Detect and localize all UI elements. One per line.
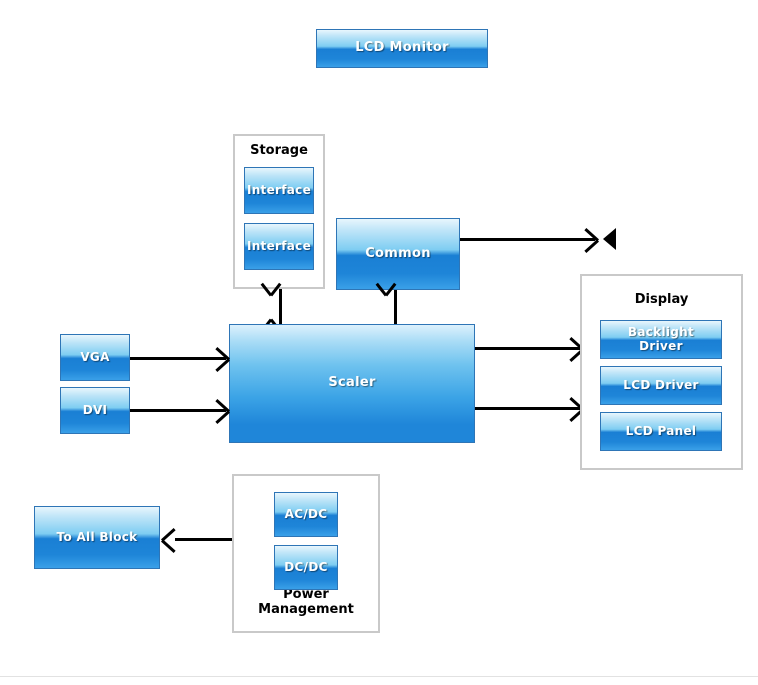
block-lcd-driver[interactable]: LCD Driver: [600, 366, 722, 405]
connector-scaler-to-display-top: [475, 347, 580, 350]
bottom-divider: [0, 676, 758, 677]
block-interface-1[interactable]: Interface: [244, 167, 314, 214]
connector-scaler-to-display-bottom: [475, 407, 580, 410]
connector-power-to-all-block: [175, 538, 232, 541]
connector-common-to-audio: [460, 238, 595, 241]
block-lcd-driver-label: LCD Driver: [623, 377, 699, 392]
speaker-icon: [603, 228, 616, 250]
block-lcd-panel-label: LCD Panel: [625, 423, 697, 438]
block-scaler-label: Scaler: [328, 375, 376, 391]
block-dc-dc[interactable]: DC/DC: [274, 545, 338, 590]
block-ac-dc[interactable]: AC/DC: [274, 492, 338, 537]
block-interface-1-label: Interface: [246, 182, 312, 197]
block-interface-2[interactable]: Interface: [244, 223, 314, 270]
block-vga-label: VGA: [80, 349, 110, 364]
block-lcd-monitor-label: LCD Monitor: [355, 40, 449, 56]
block-lcd-panel[interactable]: LCD Panel: [600, 412, 722, 451]
group-display-title: Display: [634, 292, 689, 307]
connector-scaler-to-common: [394, 290, 397, 324]
block-dc-dc-label: DC/DC: [284, 559, 328, 574]
connector-storage-scaler: [279, 289, 282, 324]
connector-vga-to-scaler: [130, 357, 226, 360]
connector-dvi-to-scaler: [130, 409, 226, 412]
block-scaler[interactable]: Scaler: [229, 324, 475, 443]
block-interface-2-label: Interface: [246, 238, 312, 253]
block-backlight-driver[interactable]: Backlight Driver: [600, 320, 722, 359]
block-dvi-label: DVI: [82, 402, 108, 417]
block-to-all-block-label: To All Block: [56, 529, 138, 544]
block-backlight-driver-label: Backlight Driver: [627, 324, 695, 353]
block-common-label: Common: [365, 245, 431, 261]
block-to-all-block[interactable]: To All Block: [34, 506, 160, 569]
block-lcd-monitor[interactable]: LCD Monitor: [316, 29, 488, 68]
block-dvi[interactable]: DVI: [60, 387, 130, 434]
group-storage-title: Storage: [250, 143, 308, 158]
block-common[interactable]: Common: [336, 218, 460, 290]
block-vga[interactable]: VGA: [60, 334, 130, 381]
group-power-management-title: Power Management: [258, 587, 354, 617]
block-ac-dc-label: AC/DC: [284, 506, 328, 521]
